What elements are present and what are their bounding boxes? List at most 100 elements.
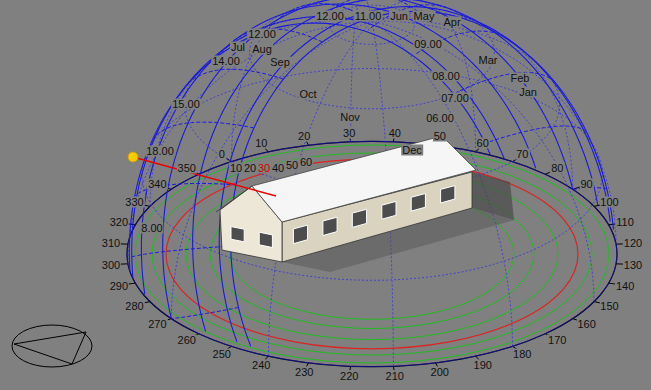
azimuth-label: 330 <box>124 197 144 208</box>
time-label: May <box>413 11 436 22</box>
azimuth-label: 220 <box>339 370 359 381</box>
window <box>382 201 396 219</box>
azimuth-label: 40 <box>388 127 402 138</box>
time-label: 09.00 <box>413 39 443 50</box>
hour-line <box>183 69 283 89</box>
altitude-grid <box>250 0 495 109</box>
azimuth-label: 50 <box>433 131 447 142</box>
time-label: Sep <box>269 57 291 68</box>
azimuth-label: 300 <box>101 259 121 270</box>
azimuth-label: 240 <box>251 359 271 370</box>
azimuth-label: 270 <box>147 319 167 330</box>
hour-line <box>172 308 238 319</box>
azimuth-label: 150 <box>599 300 619 311</box>
azimuth-grid <box>372 0 476 152</box>
azimuth-label: 70 <box>515 149 529 160</box>
time-label: 06.00 <box>425 113 455 124</box>
azimuth-label: 230 <box>294 366 314 377</box>
azimuth-label: 120 <box>623 238 643 249</box>
azimuth-label: 180 <box>512 348 532 359</box>
sun-path <box>141 4 535 294</box>
time-label: 12.00 <box>315 11 345 22</box>
time-label: 8.00 <box>140 223 163 234</box>
sun-path <box>193 0 598 331</box>
azimuth-label: 260 <box>177 335 197 346</box>
sun-path <box>163 0 573 319</box>
time-label: Mar <box>478 55 499 66</box>
time-label: Jul <box>230 42 246 53</box>
time-label: Apr <box>442 17 461 28</box>
sun-ray <box>133 157 276 196</box>
time-label: 12.00 <box>247 29 277 40</box>
time-label: Feb <box>510 73 531 84</box>
tick-mark <box>306 141 308 145</box>
azimuth-label: 110 <box>615 217 635 228</box>
altitude-label: 60 <box>299 157 313 168</box>
compass-ellipse <box>12 325 92 367</box>
compass-icon <box>12 325 92 367</box>
azimuth-label: 280 <box>124 300 144 311</box>
hour-line <box>368 5 467 30</box>
window <box>323 217 337 235</box>
azimuth-label: 30 <box>342 127 356 138</box>
altitude-label: 20 <box>243 163 257 174</box>
time-label: 08.00 <box>431 71 461 82</box>
azimuth-label: 140 <box>615 280 635 291</box>
azimuth-label: 160 <box>576 319 596 330</box>
house <box>216 136 514 272</box>
sun-dot <box>128 152 138 162</box>
azimuth-label: 250 <box>212 348 232 359</box>
azimuth-label: 310 <box>101 238 121 249</box>
tick-mark <box>393 138 395 142</box>
azimuth-label: 200 <box>430 366 450 377</box>
azimuth-label: 170 <box>547 335 567 346</box>
time-label: 18.00 <box>145 146 175 157</box>
altitude-label: 30 <box>257 163 271 174</box>
windows <box>231 186 455 248</box>
window <box>231 227 244 242</box>
time-label: Aug <box>251 44 273 55</box>
window <box>352 209 366 227</box>
azimuth-label: 10 <box>254 138 268 149</box>
sun-path <box>132 17 505 279</box>
time-label: Oct <box>298 89 317 100</box>
azimuth-label: 190 <box>473 359 493 370</box>
azimuth-label: 340 <box>147 179 167 190</box>
window <box>411 194 425 212</box>
altitude-label: 10 <box>229 163 243 174</box>
time-label: 11.00 <box>354 11 383 22</box>
azimuth-label: 0 <box>218 149 226 160</box>
hour-line <box>488 126 586 142</box>
time-label: 15.00 <box>171 99 201 110</box>
roof-edge <box>216 186 252 212</box>
hour-line <box>153 122 254 139</box>
time-label: 14.00 <box>211 56 241 67</box>
time-label: Dec <box>401 145 423 156</box>
sun-path-dome <box>127 0 617 367</box>
window <box>293 225 307 244</box>
azimuth-label: 90 <box>579 179 593 190</box>
azimuth-label: 290 <box>109 280 129 291</box>
window <box>259 232 272 247</box>
hour-line <box>130 246 231 258</box>
azimuth-label: 350 <box>177 162 197 173</box>
azimuth-label: 80 <box>550 162 564 173</box>
window <box>441 186 455 203</box>
time-label: 07.00 <box>440 93 470 104</box>
time-label: Jan <box>518 87 538 98</box>
azimuth-label: 20 <box>297 131 311 142</box>
altitude-label: 50 <box>285 160 299 171</box>
azimuth-label: 130 <box>623 259 643 270</box>
time-label: Jun <box>389 11 409 22</box>
roof <box>252 136 476 222</box>
sun-path <box>231 11 614 346</box>
azimuth-label: 210 <box>385 370 405 381</box>
altitude-label: 40 <box>271 163 285 174</box>
azimuth-label: 60 <box>476 138 490 149</box>
time-label: Nov <box>339 112 361 123</box>
hour-line <box>456 72 555 92</box>
altitude-grid <box>142 69 602 281</box>
compass-lines <box>14 332 86 364</box>
